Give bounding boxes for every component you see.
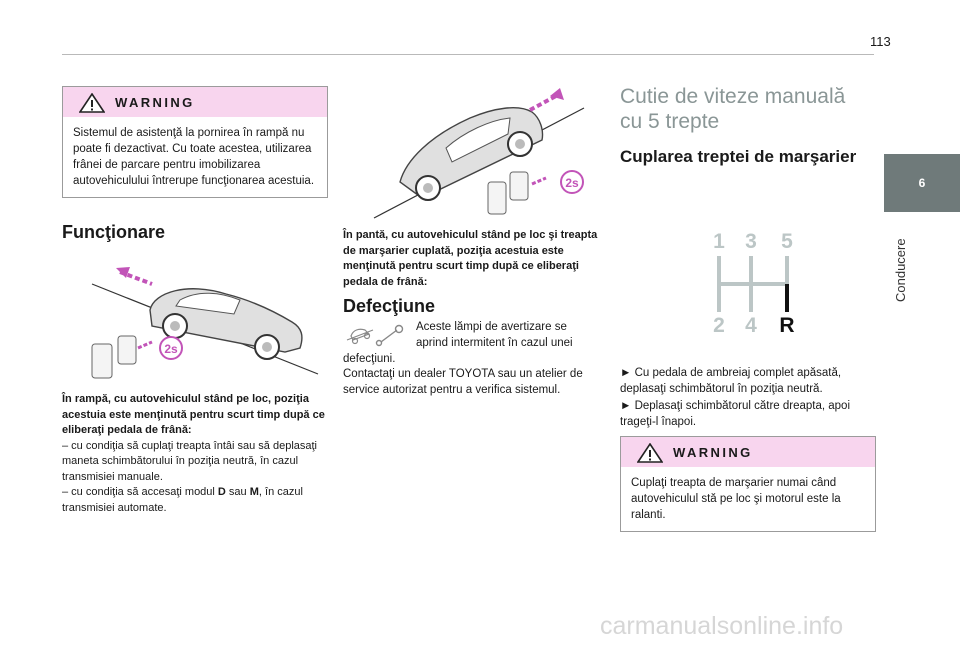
warning-title: WARNING — [115, 95, 195, 110]
heading-defectiune: Defecţiune — [343, 296, 436, 316]
warning-title: WARNING — [673, 445, 753, 460]
instruction-step-1: ► Cu pedala de ambreiaj complet apăsată,… — [620, 367, 842, 395]
warning-header: WARNING — [621, 437, 875, 467]
car-downhill-illustration: 2s — [373, 88, 585, 219]
warning-triangle-icon — [79, 93, 105, 113]
heading-functionare: Funcţionare — [62, 222, 166, 242]
chapter-tab[interactable]: 6 — [884, 154, 960, 212]
caption-uphill: În rampă, cu autovehiculul stând pe loc,… — [62, 392, 326, 516]
warning-box-reverse: WARNING Cuplaţi treapta de marşarier num… — [620, 436, 876, 532]
caption-downhill-bold: În pantă, cu autovehiculul stând pe loc … — [343, 229, 598, 288]
section-title-gearbox: Cutie de viteze manuală cu 5 trepte — [620, 85, 846, 133]
warning-lamps-icon — [346, 324, 404, 347]
caption-item-manual: – cu condiţia să cuplaţi treapta întâi s… — [62, 439, 317, 483]
wrench-icon — [375, 324, 404, 347]
gear-label-1: 1 — [713, 230, 725, 253]
contact-dealer-text: Contactaţi un dealer TOYOTA sau un ateli… — [343, 368, 583, 396]
watermark: carmanualsonline.info — [600, 612, 844, 640]
timer-badge-middle: 2s — [565, 176, 579, 190]
warning-header: WARNING — [63, 87, 327, 117]
caption-item-auto: – cu condiţia să accesaţi modul D sau M,… — [62, 486, 303, 514]
instruction-step-2: ► Deplasaţi schimbătorul către dreapta, … — [620, 400, 850, 428]
gear-label-3: 3 — [745, 230, 757, 253]
gear-label-reverse: R — [779, 314, 794, 337]
subtitle-reverse-gear: Cuplarea treptei de marşarier — [620, 147, 857, 166]
top-divider — [62, 54, 874, 55]
warning-text: Cuplaţi treapta de marşarier numai când … — [631, 477, 841, 521]
hill-assist-lamp-icon — [346, 328, 374, 345]
gear-label-2: 2 — [713, 314, 725, 337]
page-number: 113 — [870, 34, 891, 49]
gear-pattern-diagram: 1 3 5 2 4 R — [713, 230, 794, 337]
car-uphill-illustration: 2s — [91, 267, 319, 379]
warning-triangle-icon — [637, 443, 663, 463]
gear-label-4: 4 — [745, 314, 757, 337]
timer-badge-left: 2s — [164, 342, 178, 356]
warning-box-hill-assist: WARNING Sistemul de asistenţă la pornire… — [62, 86, 328, 198]
chapter-label: Conducere — [893, 226, 909, 302]
fault-text-rest: defecţiuni. — [343, 353, 396, 365]
fault-text-line1: Aceste lămpi de avertizare se — [416, 321, 567, 333]
gear-label-5: 5 — [781, 230, 793, 253]
caption-uphill-bold: În rampă, cu autovehiculul stând pe loc,… — [62, 393, 325, 436]
fault-text-line2: aprind intermitent în cazul unei — [416, 337, 573, 349]
caption-downhill: În pantă, cu autovehiculul stând pe loc … — [343, 228, 605, 290]
warning-text: Sistemul de asistenţă la pornirea în ram… — [73, 127, 315, 187]
chapter-label-text: Conducere — [893, 238, 908, 302]
